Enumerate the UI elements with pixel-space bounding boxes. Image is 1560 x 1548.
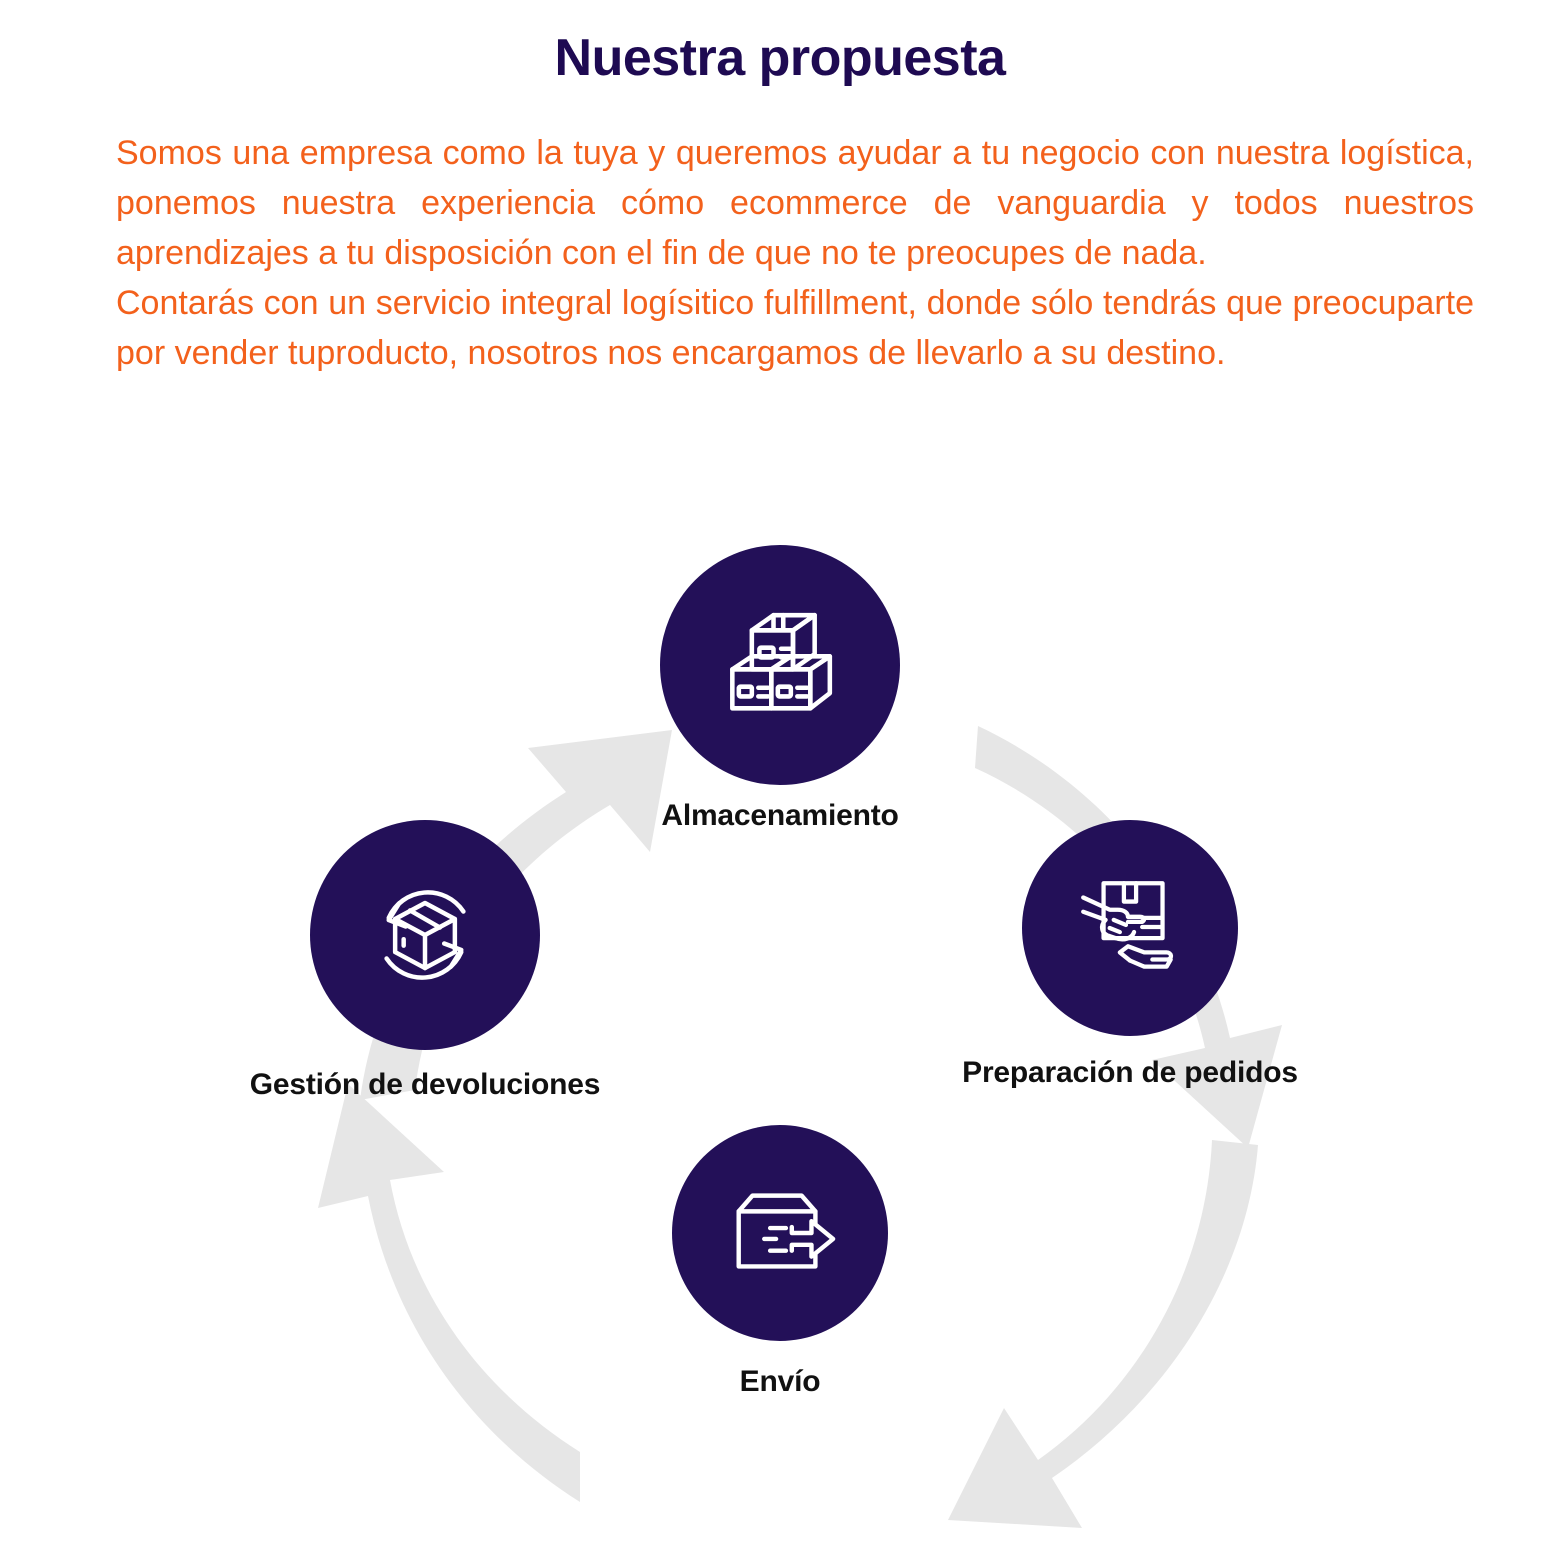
cycle-node-almacenamiento-label: Almacenamiento (661, 799, 899, 832)
cycle-node-preparacion-bubble (1022, 820, 1238, 1036)
intro-copy: Somos una empresa como la tuya y queremo… (116, 128, 1474, 378)
cycle-node-preparacion-label: Preparación de pedidos (962, 1056, 1298, 1089)
cycle-node-envio[interactable]: Envío (535, 1125, 1025, 1399)
intro-paragraph-1: Somos una empresa como la tuya y queremo… (116, 134, 1474, 272)
cycle-node-envio-bubble (672, 1125, 888, 1341)
cycle-node-envio-label: Envío (739, 1365, 821, 1398)
stacked-boxes-icon (730, 612, 833, 711)
page-title: Nuestra propuesta (554, 29, 1006, 87)
arrow-envio-to-gestion (318, 1084, 580, 1502)
cycle-node-preparacion[interactable]: Preparación de pedidos (880, 820, 1380, 1090)
box-return-cycle-icon (384, 890, 466, 980)
box-with-arrow-icon (736, 1193, 836, 1269)
cycle-node-gestion-label: Gestión de devoluciones (249, 1068, 601, 1101)
cycle-node-almacenamiento[interactable]: Almacenamiento (530, 545, 1030, 833)
cycle-node-almacenamiento-bubble (660, 545, 900, 785)
cycle-arrows-group (318, 726, 1282, 1528)
cycle-node-gestion[interactable]: Gestión de devoluciones (175, 820, 675, 1102)
intro-paragraph-2: Contarás con un servicio integral logísi… (116, 284, 1474, 372)
arrow-almacenamiento-to-preparacion (975, 726, 1282, 1148)
arrow-gestion-to-almacenamiento (360, 730, 672, 1100)
fulfillment-cycle-diagram: Almacenamiento Preparació (0, 500, 1560, 1548)
hands-passing-box-icon (1081, 881, 1174, 969)
arrow-preparacion-to-envio (948, 1140, 1258, 1528)
cycle-node-gestion-bubble (310, 820, 540, 1050)
